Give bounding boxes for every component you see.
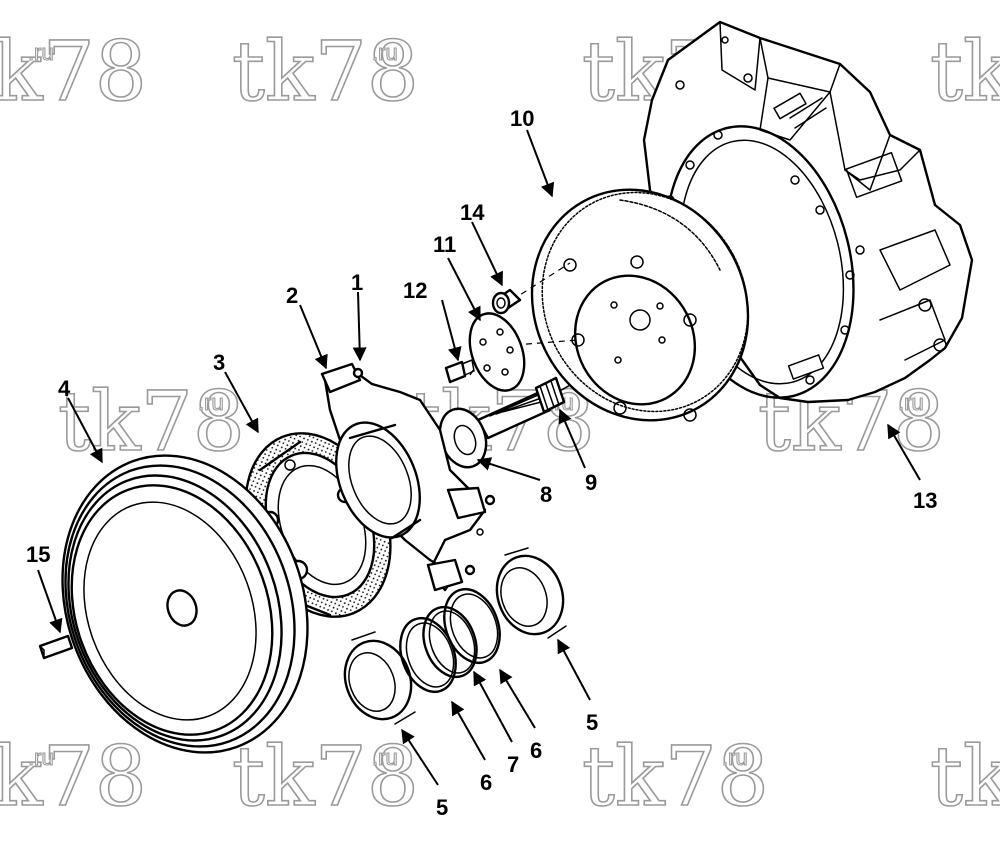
watermark-text: tk78 (582, 730, 769, 825)
watermark-text: tk78 (0, 25, 147, 120)
watermark-bl: tk78 .ru (0, 729, 148, 826)
callout-6-right: 6 (530, 738, 542, 763)
retaining-ring (443, 588, 501, 664)
callout-11: 11 (433, 232, 456, 257)
pilot-bushing (491, 288, 522, 315)
callout-1: 1 (351, 270, 363, 295)
flywheel (530, 188, 750, 422)
bearing-race (343, 631, 416, 725)
callout-7: 7 (507, 752, 519, 777)
callout-6-left: 6 (480, 770, 492, 795)
watermark-suffix: .ru (372, 745, 398, 770)
callout-12: 12 (403, 278, 427, 303)
watermark-suffix: .ru (372, 40, 398, 65)
leader-lines (37, 129, 921, 786)
watermark-group: tk78 .ru tk78 .ru tk78 .ru tk78 tk78 .ru… (0, 24, 1000, 826)
watermark-suffix: .ru (898, 390, 924, 415)
spacer-ring (422, 605, 478, 679)
watermark-suffix: .ru (28, 40, 54, 65)
bolt (444, 359, 475, 384)
flywheel-bolt-holes (563, 255, 697, 422)
callout-2: 2 (286, 283, 298, 308)
callout-10: 10 (510, 106, 534, 131)
watermark-br1: tk78 .ru (581, 729, 770, 826)
shaft-key (38, 634, 74, 660)
watermark-text: tk78 (930, 730, 1000, 825)
clutch-drum (335, 421, 422, 540)
watermark-bc: tk78 .ru (231, 729, 420, 826)
watermark-br2: tk78 (929, 729, 1000, 826)
watermark-text: tk78 (232, 730, 419, 825)
watermark-suffix: .ru (28, 745, 54, 770)
alignment-line (511, 262, 571, 301)
watermark-ml: tk78 .ru (57, 374, 246, 471)
housing-bolt-holes (665, 36, 947, 385)
watermark-text: tk78 (930, 25, 1000, 120)
callout-14: 14 (460, 200, 485, 225)
bearing-race (495, 547, 567, 639)
watermark-text: tk78 (0, 730, 147, 825)
watermark-tc: tk78 .ru (231, 24, 420, 121)
callout-8: 8 (540, 482, 552, 507)
pulley (61, 454, 309, 754)
watermark-tl: tk78 .ru (0, 24, 148, 121)
watermark-suffix: .ru (722, 745, 748, 770)
callout-labels: 1 2 3 4 5 5 6 6 7 8 9 10 11 12 13 14 15 (26, 106, 937, 820)
callout-5-right: 5 (586, 710, 598, 735)
callout-4: 4 (58, 376, 71, 401)
watermark-tr2: tk78 (929, 24, 1000, 121)
watermark-suffix: .ru (198, 390, 224, 415)
callout-5-left: 5 (436, 795, 448, 820)
watermark-text: tk78 (58, 375, 245, 470)
callout-15: 15 (26, 542, 50, 567)
adapter-plate (468, 312, 526, 392)
callout-3: 3 (213, 350, 225, 375)
watermark-text: tk78 (232, 25, 419, 120)
callout-13: 13 (913, 488, 937, 513)
callout-9: 9 (585, 470, 597, 495)
